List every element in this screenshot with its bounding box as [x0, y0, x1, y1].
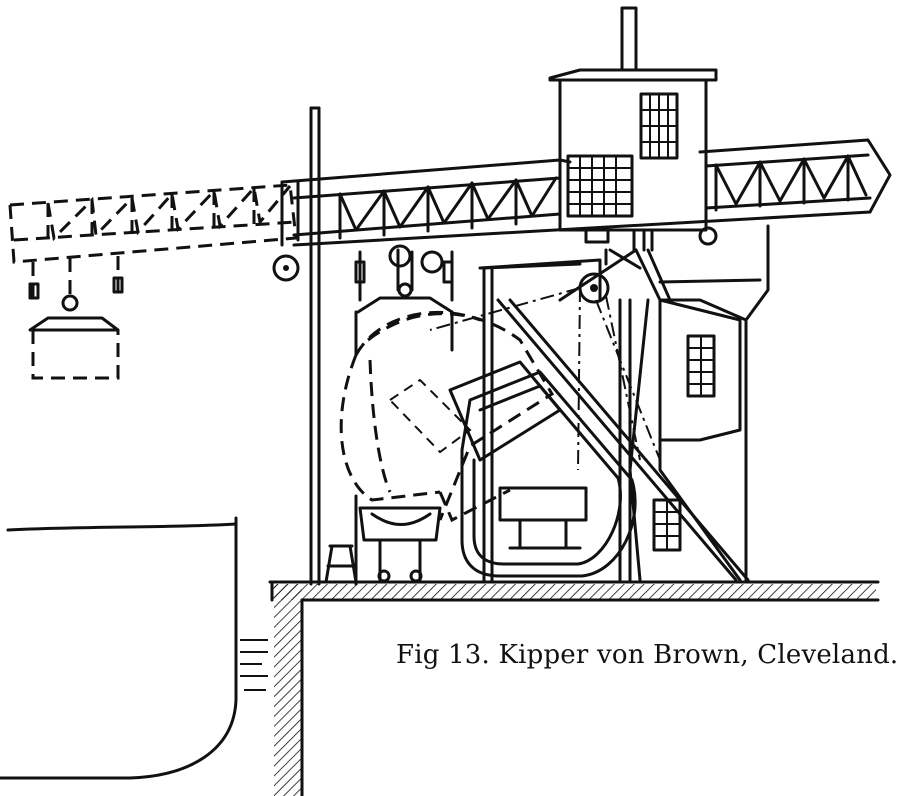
- tipping-cradle: [448, 360, 637, 578]
- rail-wagon: [324, 494, 442, 586]
- quay-wall: [268, 580, 880, 796]
- guide-post: [309, 106, 321, 586]
- rope-system: [429, 272, 661, 471]
- truss-dashed-section: [8, 183, 298, 380]
- hopper-bins: [478, 258, 748, 322]
- figure-caption: Fig 13. Kipper von Brown, Cleveland.: [396, 640, 899, 670]
- car-swing-paths: [339, 310, 555, 523]
- tower-frame: [482, 224, 770, 584]
- girder-sheaves: [272, 244, 454, 357]
- operator-cabin: [548, 6, 718, 252]
- ship-hull: [0, 516, 268, 780]
